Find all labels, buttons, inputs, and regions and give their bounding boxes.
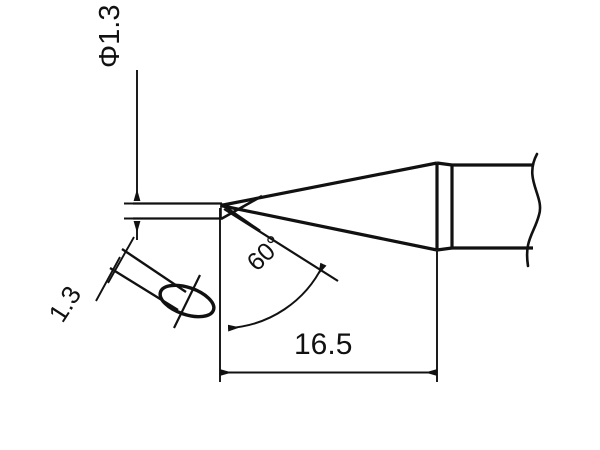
flat-ext-tick-b: [95, 256, 121, 302]
length-dimension-label: 16.5: [294, 328, 353, 361]
flat-width-dimension: [95, 236, 135, 302]
shank-end-ellipse: [158, 283, 216, 319]
angle-dimension: [223, 208, 339, 332]
taper-top-edge: [220, 161, 438, 208]
tip-face-lines: [133, 202, 222, 220]
diameter-dimension: [124, 70, 150, 240]
taper-bottom-edge: [220, 203, 438, 252]
diameter-dimension-label: Φ1.3: [94, 4, 126, 68]
break-line: [525, 152, 542, 268]
collar-chamfer-bottom: [436, 246, 453, 252]
ellipse-axis-line: [173, 274, 201, 329]
shank-lower-edge: [109, 266, 179, 312]
collar-chamfer-top: [436, 161, 453, 167]
angle-arc: [227, 262, 327, 332]
flat-ext-tick-a: [107, 236, 135, 284]
length-dimension: [219, 208, 438, 382]
